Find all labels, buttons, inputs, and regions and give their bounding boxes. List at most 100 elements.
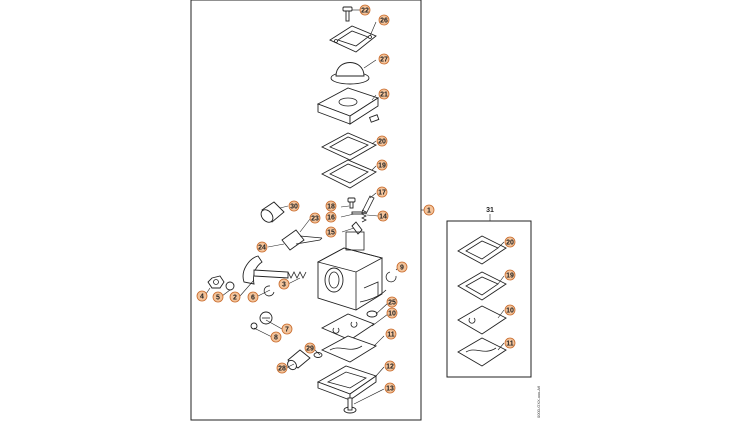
needle-15 (351, 221, 363, 235)
gasket-19 (321, 159, 377, 189)
svg-text:6: 6 (251, 295, 255, 302)
repair-kit-frame (446, 220, 532, 378)
callout-4[interactable]: 4 (196, 290, 208, 302)
callout-24[interactable]: 24 (256, 241, 268, 253)
diaphragm-11 (320, 335, 378, 363)
screen-25 (366, 310, 378, 318)
callout-16[interactable]: 16 (325, 211, 337, 223)
svg-text:25: 25 (388, 300, 396, 307)
callout-26[interactable]: 26 (378, 14, 390, 26)
adjusting-screw-24 (281, 229, 323, 251)
svg-text:7: 7 (285, 327, 289, 334)
svg-text:10: 10 (506, 308, 514, 315)
callout-28[interactable]: 28 (276, 362, 288, 374)
svg-text:9: 9 (400, 265, 404, 272)
callout-12[interactable]: 12 (384, 360, 396, 372)
callout-27[interactable]: 27 (378, 53, 390, 65)
svg-text:20: 20 (506, 240, 514, 247)
callout-main-assembly[interactable]: 1 (423, 204, 435, 216)
carburetor-body (316, 231, 387, 311)
callout-9[interactable]: 9 (396, 261, 408, 273)
repair-kit-title: 31 (486, 207, 494, 214)
leader-lines (205, 9, 505, 405)
svg-text:24: 24 (258, 245, 266, 252)
pin-16 (351, 211, 363, 215)
svg-text:14: 14 (379, 214, 387, 221)
svg-text:10: 10 (388, 311, 396, 318)
callout-17[interactable]: 17 (376, 186, 388, 198)
svg-text:17: 17 (378, 190, 386, 197)
spring-3 (287, 271, 307, 279)
svg-text:30: 30 (290, 204, 298, 211)
callout-7[interactable]: 7 (281, 323, 293, 335)
callout-18[interactable]: 18 (325, 200, 337, 212)
lever-17 (361, 195, 375, 215)
circlip-9 (385, 271, 397, 283)
svg-text:21: 21 (380, 92, 388, 99)
callout-3[interactable]: 3 (278, 278, 290, 290)
throttle-lever (242, 255, 289, 285)
callout-21[interactable]: 21 (378, 88, 390, 100)
end-cover-12 (316, 365, 377, 401)
svg-text:28: 28 (278, 366, 286, 373)
callout-30[interactable]: 30 (288, 200, 300, 212)
callout-14[interactable]: 14 (377, 210, 389, 222)
circlip-6 (263, 285, 275, 297)
nut-4 (207, 275, 225, 289)
screw-13 (343, 397, 357, 414)
limiter-cap-30 (260, 201, 285, 223)
callout-20[interactable]: 20 (376, 135, 388, 147)
screw-22 (342, 6, 353, 22)
washer-5 (225, 281, 235, 291)
callout-kit-10[interactable]: 10 (504, 304, 516, 316)
svg-text:19: 19 (378, 163, 386, 170)
callout-29[interactable]: 29 (304, 342, 316, 354)
svg-text:11: 11 (506, 341, 514, 348)
drawing-code: 0000-GXX-xxx-A6 (536, 385, 541, 418)
callout-kit-11[interactable]: 11 (504, 337, 516, 349)
kit-gasket-19 (457, 271, 507, 301)
callout-19[interactable]: 19 (376, 159, 388, 171)
callout-kit-19[interactable]: 19 (504, 269, 516, 281)
gasket-10 (320, 313, 375, 341)
fitting-28 (287, 349, 311, 371)
kit-diaphragm-11 (457, 337, 507, 367)
svg-text:2: 2 (233, 295, 237, 302)
callout-22[interactable]: 22 (359, 4, 371, 16)
svg-text:15: 15 (327, 230, 335, 237)
callout-8[interactable]: 8 (270, 331, 282, 343)
primer-bulb-27 (330, 62, 370, 85)
diaphragm-20 (320, 132, 378, 161)
svg-text:11: 11 (387, 332, 395, 339)
svg-text:18: 18 (327, 204, 335, 211)
svg-text:13: 13 (386, 386, 394, 393)
svg-text:19: 19 (506, 273, 514, 280)
callout-kit-20[interactable]: 20 (504, 236, 516, 248)
callout-6[interactable]: 6 (247, 291, 259, 303)
callout-5[interactable]: 5 (212, 291, 224, 303)
screw-7 (259, 311, 273, 325)
svg-text:22: 22 (361, 8, 369, 15)
svg-text:26: 26 (380, 18, 388, 25)
callout-13[interactable]: 13 (384, 382, 396, 394)
spring-14 (361, 209, 367, 223)
svg-text:29: 29 (306, 346, 314, 353)
gasket-26 (329, 25, 377, 53)
callout-2[interactable]: 2 (229, 291, 241, 303)
svg-text:27: 27 (380, 57, 388, 64)
callout-11[interactable]: 11 (385, 328, 397, 340)
washer-8 (250, 322, 258, 330)
svg-text:20: 20 (378, 139, 386, 146)
callout-10[interactable]: 10 (386, 307, 398, 319)
svg-text:3: 3 (282, 282, 286, 289)
callout-25[interactable]: 25 (386, 296, 398, 308)
svg-text:23: 23 (311, 216, 319, 223)
svg-text:12: 12 (386, 364, 394, 371)
callout-15[interactable]: 15 (325, 226, 337, 238)
svg-text:16: 16 (327, 215, 335, 222)
svg-text:8: 8 (274, 335, 278, 342)
callout-23[interactable]: 23 (309, 212, 321, 224)
svg-text:1: 1 (427, 208, 431, 215)
primer-cover-21 (316, 87, 380, 125)
